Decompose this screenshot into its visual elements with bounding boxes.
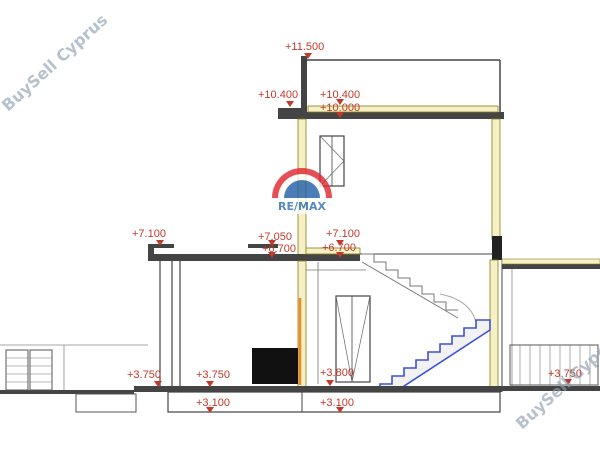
level-label: +3.750 — [196, 369, 230, 381]
foundation — [167, 391, 501, 413]
level-label: +3.750 — [548, 368, 582, 380]
level-marker-3800 — [326, 380, 334, 386]
level-marker-7100a — [156, 240, 164, 246]
roof-parapet-post — [301, 56, 307, 118]
level-label: +10.400 — [320, 89, 360, 101]
wall-right-dark-block — [492, 236, 502, 260]
stairs-upper-flight — [361, 253, 477, 323]
level-label: +7.100 — [326, 228, 360, 240]
roof-insulation — [307, 105, 499, 113]
garage-dark-block — [252, 348, 298, 384]
right-terrace-insulation — [501, 258, 600, 265]
level-marker-6700a — [268, 252, 276, 258]
level-marker-3750c — [564, 379, 572, 385]
level-label: +7.100 — [132, 228, 166, 240]
level-marker-7050 — [268, 240, 276, 246]
ground-slab-right — [502, 386, 600, 391]
level-marker-3750b — [206, 381, 214, 387]
level-marker-10000 — [336, 112, 344, 118]
level-marker-7100b — [336, 240, 344, 246]
watermark-bottom-right: BuySell Cyprus — [512, 328, 600, 433]
terrace-slab-left — [148, 254, 298, 261]
fence-left-1 — [5, 349, 29, 391]
level-label: +3.100 — [196, 397, 230, 409]
level-label: +6.700 — [322, 242, 356, 254]
level-marker-11500 — [304, 53, 312, 59]
retaining-wall — [75, 393, 137, 413]
level-label: +11.500 — [285, 41, 324, 53]
remax-logo-text: RE/MAX — [278, 200, 326, 213]
watermark-top-left: BuySell Cyprus — [0, 10, 111, 115]
parapet-mid-cap — [248, 244, 278, 248]
roof-slab — [278, 112, 504, 119]
remax-logo: RE/MAX — [270, 168, 334, 214]
fence-left-2 — [29, 349, 53, 391]
parapet-left-cap — [148, 244, 174, 248]
level-marker-10400 — [286, 101, 294, 107]
level-label: +3.750 — [127, 369, 161, 381]
level-marker-10400b — [336, 99, 344, 105]
wall-lower-right — [489, 259, 499, 393]
level-marker-3100b — [336, 407, 344, 413]
ground-slab-main — [134, 386, 502, 392]
roof-overhang — [278, 108, 302, 114]
parapet-left — [148, 244, 154, 256]
ground-slab-left — [0, 390, 134, 394]
level-label: +7.050 — [258, 231, 292, 243]
level-marker-3750a — [154, 381, 162, 387]
fence-right — [509, 344, 599, 386]
level-label: +6.700 — [262, 243, 296, 255]
mid-floor-slab — [298, 254, 360, 261]
level-label: +3.800 — [320, 367, 354, 379]
level-marker-3100a — [206, 407, 214, 413]
level-label: +10.400 — [258, 89, 298, 101]
right-terrace-slab — [502, 264, 600, 269]
wall-top-right — [491, 118, 501, 240]
stairs-lower-flight — [379, 319, 491, 391]
interior-door — [335, 295, 371, 383]
level-marker-6700b — [336, 252, 344, 258]
level-label: +3.100 — [320, 397, 354, 409]
mid-floor-insulation — [305, 247, 361, 255]
level-label: +10.000 — [320, 102, 360, 114]
